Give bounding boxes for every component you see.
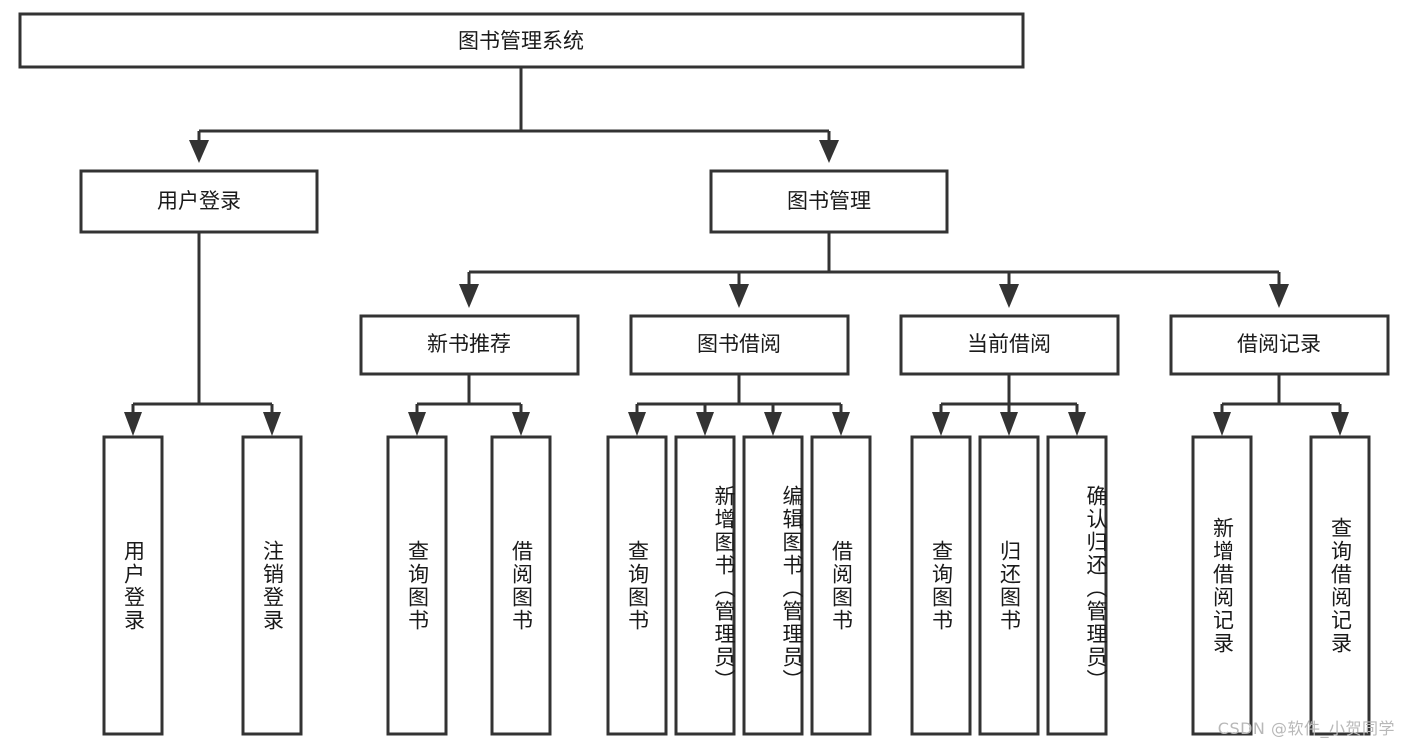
node-book-borrow-box[interactable] — [629, 314, 850, 376]
arrow-head-leaf-query-record — [1331, 412, 1349, 436]
node-book-management-label: 图书管理 — [787, 189, 871, 213]
arrow-head-current-borrow — [999, 284, 1019, 308]
node-leaf-user-login-box[interactable] — [102, 435, 164, 736]
arrow-head-leaf-query-book-3 — [932, 412, 950, 436]
node-root-label: 图书管理系统 — [458, 29, 584, 53]
arrow-head-leaf-add-book — [696, 412, 714, 436]
node-leaf-add-record-box[interactable] — [1191, 435, 1253, 736]
arrow-head-borrow-record — [1269, 284, 1289, 308]
connector-group — [124, 67, 1349, 436]
arrow-head-leaf-edit-book — [764, 412, 782, 436]
node-leaf-return-book-box[interactable] — [978, 435, 1040, 736]
arrow-head-leaf-query-book-2 — [628, 412, 646, 436]
node-book-management-box[interactable] — [709, 169, 949, 234]
node-user-login-label: 用户登录 — [157, 189, 241, 213]
arrow-head-user-login — [189, 140, 209, 163]
arrow-head-book-management — [819, 140, 839, 163]
node-new-book-recommend[interactable]: 新书推荐 — [359, 314, 580, 376]
node-user-login[interactable]: 用户登录 — [79, 169, 319, 234]
node-borrow-record-box[interactable] — [1169, 314, 1390, 376]
node-leaf-borrow-book-2-box[interactable] — [810, 435, 872, 736]
arrow-head-leaf-return-book — [1000, 412, 1018, 436]
arrow-head-leaf-borrow-book-2 — [832, 412, 850, 436]
node-leaf-query-book-2-box[interactable] — [606, 435, 668, 736]
node-book-management[interactable]: 图书管理 — [709, 169, 949, 234]
node-current-borrow[interactable]: 当前借阅 — [899, 314, 1120, 376]
node-leaf-query-record-box[interactable] — [1309, 435, 1371, 736]
arrow-head-leaf-logout-login — [263, 412, 281, 436]
node-leaf-edit-book-box[interactable] — [742, 435, 804, 736]
arrow-head-leaf-user-login — [124, 412, 142, 436]
node-leaf-query-book-3-box[interactable] — [910, 435, 972, 736]
node-leaf-borrow-book-1-box[interactable] — [490, 435, 552, 736]
node-leaf-query-book-1-box[interactable] — [386, 435, 448, 736]
csdn-watermark: CSDN @软件_小贺同学 — [1217, 719, 1395, 738]
node-root-box[interactable] — [18, 12, 1025, 69]
node-leaf-confirm-return-box[interactable] — [1046, 435, 1108, 736]
node-leaf-logout-login-box[interactable] — [241, 435, 303, 736]
arrow-head-leaf-query-book-1 — [408, 412, 426, 436]
node-book-borrow[interactable]: 图书借阅 — [629, 314, 850, 376]
node-current-borrow-box[interactable] — [899, 314, 1120, 376]
node-root[interactable]: 图书管理系统 — [18, 12, 1025, 69]
arrow-head-leaf-add-record — [1213, 412, 1231, 436]
node-leaf-add-book-box[interactable] — [674, 435, 736, 736]
arrow-head-new-book — [459, 284, 479, 308]
node-new-book-recommend-box[interactable] — [359, 314, 580, 376]
node-new-book-recommend-label: 新书推荐 — [427, 332, 511, 356]
arrow-head-book-borrow — [729, 284, 749, 308]
arrow-head-leaf-borrow-book-1 — [512, 412, 530, 436]
node-user-login-box[interactable] — [79, 169, 319, 234]
node-borrow-record-label: 借阅记录 — [1237, 332, 1321, 356]
node-current-borrow-label: 当前借阅 — [967, 332, 1051, 356]
node-book-borrow-label: 图书借阅 — [697, 332, 781, 356]
arrow-head-leaf-confirm-return — [1068, 412, 1086, 436]
node-borrow-record[interactable]: 借阅记录 — [1169, 314, 1390, 376]
